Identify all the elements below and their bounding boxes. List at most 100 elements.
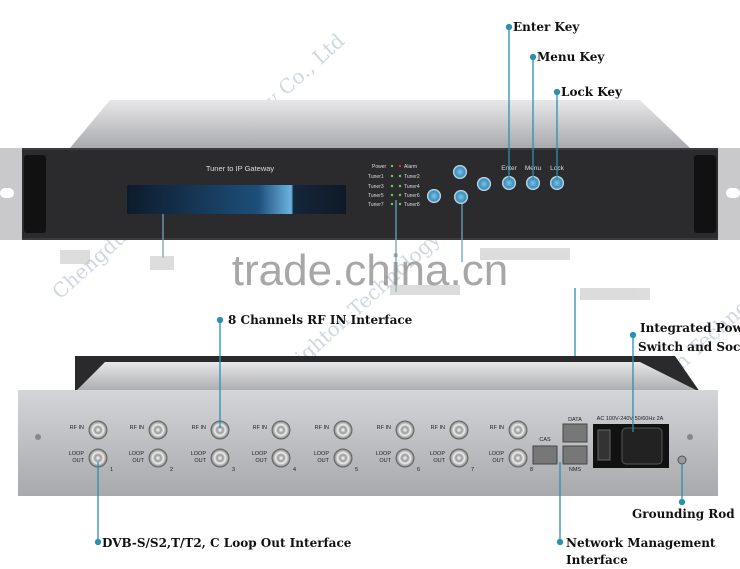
svg-text:Alarm: Alarm: [404, 164, 417, 170]
channel-number: 5: [355, 467, 358, 473]
channel-number: 2: [170, 467, 173, 473]
channel-number: 4: [293, 467, 296, 473]
network-label-1: Network Management: [566, 536, 716, 550]
loop-text: LOOP: [430, 451, 446, 457]
loop-out-connector[interactable]: [449, 448, 469, 468]
rf-in-text: RF IN: [377, 425, 391, 431]
cas-port: [532, 445, 558, 465]
right-button[interactable]: [477, 177, 491, 191]
loop-out-connector[interactable]: [148, 448, 168, 468]
loop-out-connector[interactable]: [210, 448, 230, 468]
loop-text: LOOP: [489, 451, 505, 457]
svg-text:Tuner2: Tuner2: [404, 174, 420, 180]
channel-number: 8: [530, 467, 533, 473]
out-text: OUT: [194, 458, 206, 464]
rf-in-connector[interactable]: [333, 420, 353, 440]
out-text: OUT: [72, 458, 84, 464]
power-label-1: Integrated Power: [640, 321, 740, 335]
nms-port: [562, 445, 588, 465]
out-text: OUT: [433, 458, 445, 464]
svg-text:Power: Power: [372, 164, 387, 170]
menu-button[interactable]: [526, 176, 540, 190]
channel-number: 1: [110, 467, 113, 473]
rf-in-text: RF IN: [253, 425, 267, 431]
down-button[interactable]: [454, 190, 468, 204]
svg-text:CAS: CAS: [539, 437, 551, 443]
rf-in-connector[interactable]: [148, 420, 168, 440]
rf-in-text: RF IN: [431, 425, 445, 431]
loop-text: LOOP: [191, 451, 207, 457]
svg-text:Tuner5: Tuner5: [368, 193, 384, 199]
device-title: Tuner to IP Gateway: [206, 164, 275, 173]
svg-text:Tuner3: Tuner3: [368, 184, 384, 190]
svg-text:Tuner6: Tuner6: [404, 193, 420, 199]
rf-in-text: RF IN: [192, 425, 206, 431]
out-text: OUT: [492, 458, 504, 464]
loop-out-connector[interactable]: [333, 448, 353, 468]
svg-text:Tuner7: Tuner7: [368, 202, 384, 208]
loop-text: LOOP: [69, 451, 85, 457]
rf-in-connector[interactable]: [395, 420, 415, 440]
loop-out-connector[interactable]: [271, 448, 291, 468]
out-text: OUT: [317, 458, 329, 464]
svg-text:NMS: NMS: [569, 467, 582, 473]
loop-text: LOOP: [376, 451, 392, 457]
lcd-display: [127, 185, 346, 214]
loop-text: LOOP: [314, 451, 330, 457]
loop-out-connector[interactable]: [508, 448, 528, 468]
enter-button[interactable]: [502, 176, 516, 190]
out-text: OUT: [255, 458, 267, 464]
out-text: OUT: [379, 458, 391, 464]
obscured-labels: [60, 248, 650, 300]
rf-in-label: 8 Channels RF IN Interface: [228, 313, 413, 327]
enter-key-label: Enter Key: [513, 20, 580, 34]
rf-in-connector[interactable]: [88, 420, 108, 440]
rf-in-connector[interactable]: [271, 420, 291, 440]
network-label-2: Interface: [566, 553, 628, 567]
grounding-screw: [677, 455, 687, 465]
led-group: Power Alarm Tuner1 Tuner2 Tuner3 Tuner4 …: [368, 164, 420, 208]
out-text: OUT: [132, 458, 144, 464]
svg-text:DATA: DATA: [568, 417, 582, 423]
site-watermark: trade.china.cn: [232, 246, 508, 295]
data-port: [562, 423, 588, 443]
power-switch[interactable]: [597, 429, 611, 461]
svg-text:AC 100V-240V 50/60Hz 2A: AC 100V-240V 50/60Hz 2A: [597, 416, 664, 422]
power-label-2: Switch and Socket: [638, 340, 740, 354]
svg-text:Tuner1: Tuner1: [368, 174, 384, 180]
rf-in-text: RF IN: [130, 425, 144, 431]
rf-in-text: RF IN: [315, 425, 329, 431]
loop-text: LOOP: [252, 451, 268, 457]
channel-number: 6: [417, 467, 420, 473]
svg-text:Tuner8: Tuner8: [404, 202, 420, 208]
handle-left: [24, 155, 46, 233]
handle-right: [694, 155, 716, 233]
rf-in-connector[interactable]: [449, 420, 469, 440]
chassis-top: [70, 100, 690, 148]
svg-text:Tuner4: Tuner4: [404, 184, 420, 190]
menu-key-label: Menu Key: [537, 50, 605, 64]
rf-in-text: RF IN: [70, 425, 84, 431]
loop-out-label: DVB-S/S2,T/T2, C Loop Out Interface: [102, 536, 352, 550]
loop-text: LOOP: [129, 451, 145, 457]
rear-leaders: [94, 316, 686, 546]
power-socket: [621, 427, 663, 465]
loop-out-connector[interactable]: [395, 448, 415, 468]
left-button[interactable]: [427, 189, 441, 203]
lock-button[interactable]: [550, 176, 564, 190]
front-unit: Tuner to IP Gateway Power Alarm Tuner1 T…: [0, 100, 740, 240]
lock-key-label: Lock Key: [561, 85, 623, 99]
channel-number: 3: [232, 467, 235, 473]
rf-in-connector[interactable]: [508, 420, 528, 440]
up-button[interactable]: [453, 165, 467, 179]
channel-number: 7: [471, 467, 474, 473]
